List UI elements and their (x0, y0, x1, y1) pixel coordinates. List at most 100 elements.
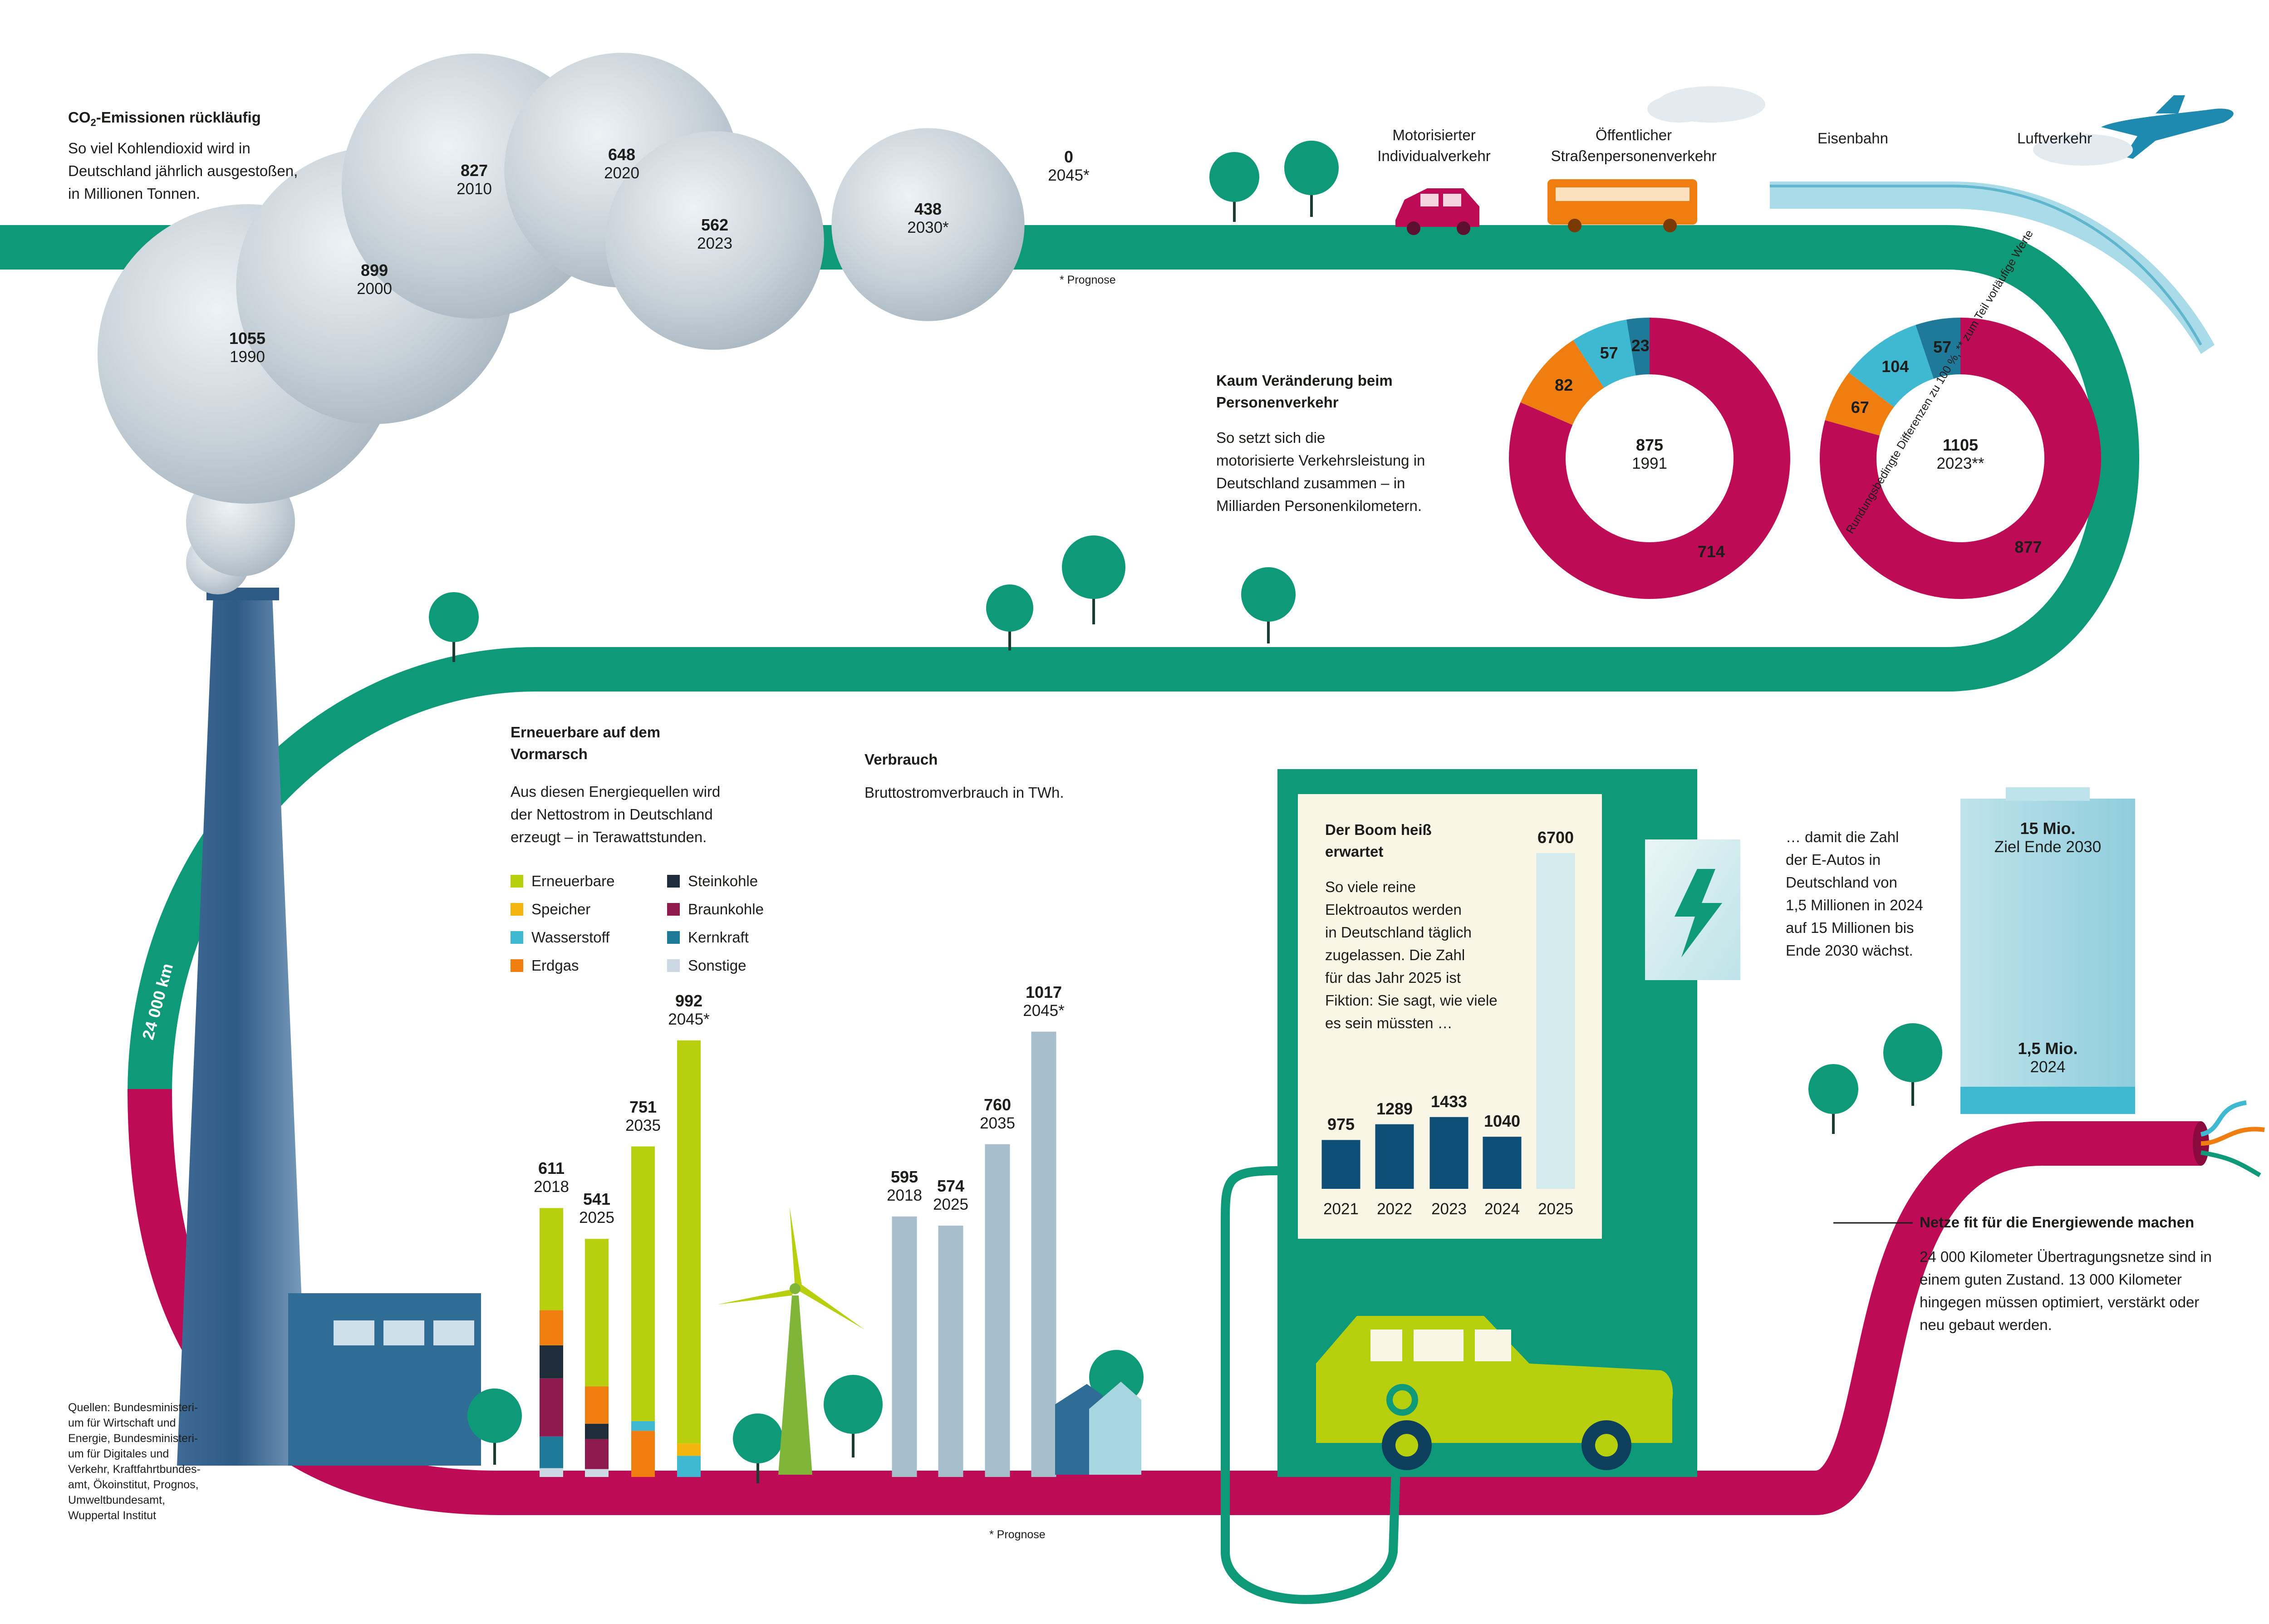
label-rail: Eisenbahn (1817, 130, 1888, 147)
train-icon (1770, 182, 2215, 354)
renewables-bar-label-2018-value: 611 (538, 1159, 565, 1178)
renewables-bar-segment (585, 1439, 609, 1469)
tree-icon (986, 584, 1033, 632)
donut-slice (1520, 340, 1604, 425)
consumption-bar-label-2035-value: 760 (983, 1095, 1012, 1114)
co2-label-2030*-value: 438 (914, 200, 942, 218)
co2-label-2023-year: 2023 (697, 235, 732, 252)
ev-bar-year-2023: 2023 (1431, 1200, 1467, 1218)
renewables-bar-segment (631, 1431, 655, 1477)
consumption-bars (892, 1031, 1056, 1477)
legend-swatch (511, 931, 523, 944)
co2-label-2045*-year: 2045* (1048, 167, 1090, 184)
legend-swatch (511, 903, 523, 916)
battery-icon (1960, 787, 2135, 1114)
donut-center-1991-year: 1991 (1632, 455, 1667, 472)
legend-swatch (667, 959, 680, 972)
co2-label-2045*-value: 0 (1064, 147, 1074, 166)
tree-icon (1209, 152, 1259, 202)
consumption-title: Verbrauch (864, 751, 938, 768)
consumption-bar (985, 1144, 1010, 1477)
factory-chimney (177, 588, 481, 1466)
renewables-bars (540, 1040, 701, 1477)
renewables-bar-segment (540, 1378, 563, 1437)
renewables-bar-label-2025-year: 2025 (579, 1209, 614, 1227)
sky-clouds (1647, 86, 2133, 166)
legend-swatch (667, 931, 680, 944)
legend-label: Kernkraft (688, 929, 749, 946)
consumption-bar-label-2045*-value: 1017 (1025, 982, 1062, 1001)
donut-slice-label: 104 (1881, 357, 1909, 376)
ev-bar (1483, 1137, 1522, 1189)
consumption-bar (892, 1216, 917, 1477)
renewables-bar-segment (677, 1040, 701, 1444)
legend-label: Erdgas (531, 957, 579, 974)
donut-center-1991-value: 875 (1635, 436, 1664, 454)
ev-bar (1375, 1124, 1414, 1189)
renewables-bar-label-2035-value: 751 (629, 1097, 657, 1116)
consumption-bar (1031, 1031, 1056, 1477)
donut-slice-label: 714 (1697, 542, 1725, 561)
consumption-text: Bruttostromverbrauch in TWh. (864, 784, 1064, 801)
legend-swatch (667, 903, 680, 916)
car-icon (1395, 188, 1479, 235)
sources: Quellen: Bundesministeri-um für Wirtscha… (68, 1401, 201, 1522)
plane-icon (2101, 95, 2234, 159)
ev-bar-year-2021: 2021 (1323, 1200, 1359, 1218)
renewables-bar-segment (677, 1456, 701, 1477)
legend-label: Steinkohle (688, 873, 758, 889)
consumption-bar-label-2035-year: 2035 (980, 1114, 1015, 1132)
donut-slice (1849, 325, 1934, 407)
renewables-bar-label-2018-year: 2018 (534, 1178, 569, 1196)
co2-label-2010-value: 827 (460, 161, 488, 180)
co2-bubble-2030* (831, 128, 1025, 321)
donut-slice-label: 82 (1555, 376, 1573, 394)
donut-slice-label: 23 (1631, 336, 1650, 355)
consumption-bar-label-2025-value: 574 (937, 1177, 965, 1196)
renewables-bar-segment (585, 1469, 609, 1477)
legend-swatch (511, 875, 523, 888)
ev-bar-year-2022: 2022 (1377, 1200, 1412, 1218)
renewables-bar-label-2045*-value: 992 (675, 991, 703, 1010)
grid-title: Netze fit für die Energiewende machen (1920, 1214, 2195, 1231)
consumption-bar-label-2025-year: 2025 (933, 1196, 968, 1214)
renewables-bar-segment (540, 1436, 563, 1468)
donut-center-2023**-year: 2023** (1936, 455, 1984, 472)
tree-icon (429, 592, 479, 642)
ev-bar-value-2021: 975 (1327, 1115, 1355, 1134)
battery-bottom-label: 1,5 Mio. 2024 (2018, 1039, 2078, 1076)
tree-icon (467, 1388, 522, 1443)
wind-turbine-icon (717, 1207, 864, 1475)
battery-top-label: 15 Mio. Ziel Ende 2030 (1994, 819, 2102, 856)
renewables-bar-segment (540, 1310, 563, 1345)
ev-bar-year-2024: 2024 (1484, 1200, 1520, 1218)
co2-label-2000-value: 899 (360, 261, 388, 280)
renewables-bar-segment (585, 1386, 609, 1424)
ev-bar-value-2025: 6700 (1537, 828, 1574, 847)
ev-bar (1429, 1117, 1468, 1189)
donut-slice-label: 877 (2014, 538, 2042, 557)
trees (429, 141, 1942, 1483)
co2-label-2030*-year: 2030* (907, 219, 949, 236)
donut-slice-label: 57 (1933, 337, 1952, 356)
co2-label-1990-value: 1055 (229, 329, 266, 348)
consumption-bar (938, 1226, 963, 1477)
ev-bar-value-2022: 1289 (1376, 1099, 1413, 1118)
